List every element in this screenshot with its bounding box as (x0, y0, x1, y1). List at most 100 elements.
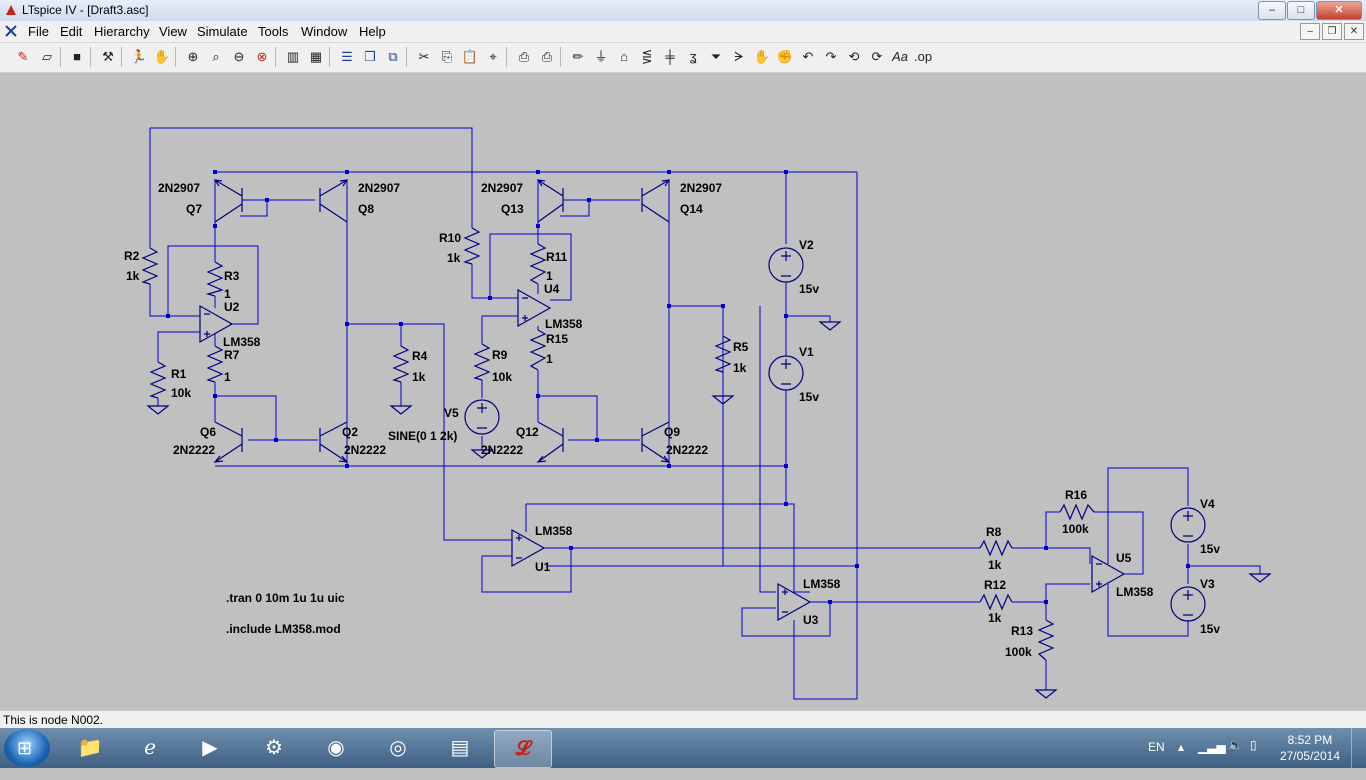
clock[interactable]: 8:52 PM 27/05/2014 (1280, 732, 1340, 764)
resistor-symbol-r12 (979, 593, 1013, 611)
redo-icon[interactable]: ↷ (825, 49, 837, 64)
zoom-out-icon[interactable]: ⊖ (233, 49, 245, 64)
signal-icon[interactable]: ▁▃▅ (1198, 740, 1226, 754)
maximize-button[interactable]: □ (1287, 1, 1315, 20)
label-q8-model: 2N2907 (358, 181, 400, 195)
paste-icon[interactable]: 📋 (461, 49, 479, 64)
label-r9-value: 10k (492, 370, 512, 384)
print-setup-icon[interactable]: ⎙ (518, 49, 530, 64)
rotate-icon[interactable]: ⟲ (848, 49, 860, 64)
print-icon[interactable]: ⎙ (541, 49, 553, 64)
label-u3-model: LM358 (803, 577, 841, 591)
find-icon[interactable]: ⌖ (489, 49, 497, 64)
run-icon[interactable]: 🏃 (130, 49, 148, 64)
undo-icon[interactable]: ↶ (802, 49, 814, 64)
menu-view[interactable]: View (159, 24, 187, 39)
tray-expand-icon[interactable]: ▴ (1178, 740, 1185, 754)
halt-icon[interactable]: ✋ (153, 49, 171, 64)
wires (149, 127, 1261, 700)
mdi-restore-button[interactable]: ❐ (1322, 23, 1342, 40)
resistor-symbol-r3 (205, 261, 224, 297)
schematic-canvas[interactable]: 2N2907 Q7 2N2907 Q8 2N2907 Q13 2N2907 Q1… (0, 73, 1366, 708)
label-u2-name: U2 (224, 300, 240, 314)
resistor-icon[interactable]: ⋚ (641, 49, 653, 64)
resistor-symbol-r1 (149, 361, 167, 399)
label-r10-value: 1k (447, 251, 461, 265)
diode-icon[interactable]: ⏷ (710, 49, 722, 64)
source-symbol-v4 (1170, 507, 1206, 543)
source-symbol-v1 (768, 355, 804, 391)
label-net-icon[interactable]: ⌂ (620, 49, 628, 64)
media-player-task-icon[interactable]: ▶ (202, 737, 218, 759)
explorer-task-icon[interactable]: 📁 (77, 737, 103, 759)
volume-icon[interactable]: 🔈 (1228, 738, 1243, 752)
zoom-in-icon[interactable]: ⊕ (187, 49, 199, 64)
resistor-symbol-r11 (529, 243, 547, 285)
resistor-symbol-r13 (1037, 619, 1055, 661)
battery-icon[interactable]: ▯ (1250, 738, 1257, 752)
mdi-close-button[interactable]: ✕ (1344, 23, 1364, 40)
tile-vertical-icon[interactable]: ⧉ (388, 49, 398, 64)
ground-icon[interactable]: ⏚ (594, 49, 608, 64)
ground-symbol (146, 405, 170, 415)
menu-edit[interactable]: Edit (60, 24, 83, 39)
new-schematic-icon[interactable]: ✎ (17, 49, 29, 64)
menu-hierarchy[interactable]: Hierarchy (94, 24, 150, 39)
label-u1-name: U1 (535, 560, 551, 574)
chrome-task-icon[interactable]: ◎ (389, 737, 407, 759)
close-button[interactable]: ✕ (1316, 1, 1362, 20)
label-q14-name: Q14 (680, 202, 703, 216)
label-r16-name: R16 (1065, 488, 1087, 502)
resistor-symbol-r8 (979, 539, 1013, 557)
minimize-button[interactable]: – (1258, 1, 1286, 20)
mdi-minimize-button[interactable]: – (1300, 23, 1320, 40)
resistor-symbol-r4 (392, 345, 410, 383)
label-q7-name: Q7 (186, 202, 202, 216)
language-indicator[interactable]: EN (1148, 740, 1165, 754)
media-center-task-icon[interactable]: ◉ (327, 737, 345, 759)
spice-directive-icon[interactable]: .op (914, 49, 933, 64)
label-v3-name: V3 (1200, 577, 1215, 591)
label-q7-model: 2N2907 (158, 181, 200, 195)
cascade-icon[interactable]: ❐ (364, 49, 376, 64)
ie-task-icon[interactable]: ℯ (144, 737, 156, 759)
text-icon[interactable]: Aa (892, 49, 908, 64)
spice-directives[interactable]: .tran 0 10m 1u 1u uic .include LM358.mod (226, 591, 345, 636)
label-q9-model: 2N2222 (666, 443, 708, 457)
taskbar: ⊞ 📁 ℯ ▶ ⚙ ◉ ◎ ▤ 𝓛 EN ▴ ▁▃▅ 🔈 ▯ 8:52 PM 2… (0, 728, 1366, 768)
menu-help[interactable]: Help (359, 24, 386, 39)
ltspice-task-icon[interactable]: 𝓛 (494, 730, 552, 768)
label-r12-value: 1k (988, 611, 1002, 625)
capacitor-icon[interactable]: ╪ (665, 49, 675, 64)
network-task-icon[interactable]: ⚙ (265, 737, 283, 759)
label-q2-model: 2N2222 (344, 443, 386, 457)
menu-simulate[interactable]: Simulate (197, 24, 248, 39)
menu-file[interactable]: File (28, 24, 49, 39)
component-icon[interactable]: ᗒ (734, 49, 744, 64)
open-folder-icon[interactable]: ▱ (42, 49, 52, 64)
draw-wire-icon[interactable]: ✏ (572, 49, 584, 64)
show-desktop-button[interactable] (1351, 728, 1366, 768)
label-r1-value: 10k (171, 386, 191, 400)
clock-date: 27/05/2014 (1279, 749, 1340, 763)
menu-window[interactable]: Window (301, 24, 348, 39)
cut-icon[interactable]: ✂ (418, 49, 430, 64)
label-r11-name: R11 (546, 250, 568, 264)
drag-icon[interactable]: ✊ (776, 49, 794, 64)
start-button[interactable]: ⊞ (4, 729, 50, 767)
menu-tools[interactable]: Tools (258, 24, 289, 39)
save-icon[interactable]: ■ (73, 49, 81, 64)
pan-icon[interactable]: ⌕ (212, 49, 220, 64)
autorange-icon[interactable]: ▥ (286, 49, 300, 64)
move-icon[interactable]: ✋ (753, 49, 771, 64)
zoom-fit-icon[interactable]: ⊗ (256, 49, 268, 64)
inductor-icon[interactable]: ʓ (689, 49, 697, 64)
control-panel-icon[interactable]: ⚒ (102, 49, 114, 64)
tile-horizontal-icon[interactable]: ☰ (341, 49, 353, 64)
document-icon[interactable] (4, 24, 18, 38)
ground-symbol (1248, 573, 1272, 583)
copy-icon[interactable]: ⎘ (441, 49, 453, 64)
mirror-icon[interactable]: ⟳ (871, 49, 883, 64)
sticky-notes-task-icon[interactable]: ▤ (450, 737, 470, 759)
grid-icon[interactable]: ▦ (309, 49, 323, 64)
